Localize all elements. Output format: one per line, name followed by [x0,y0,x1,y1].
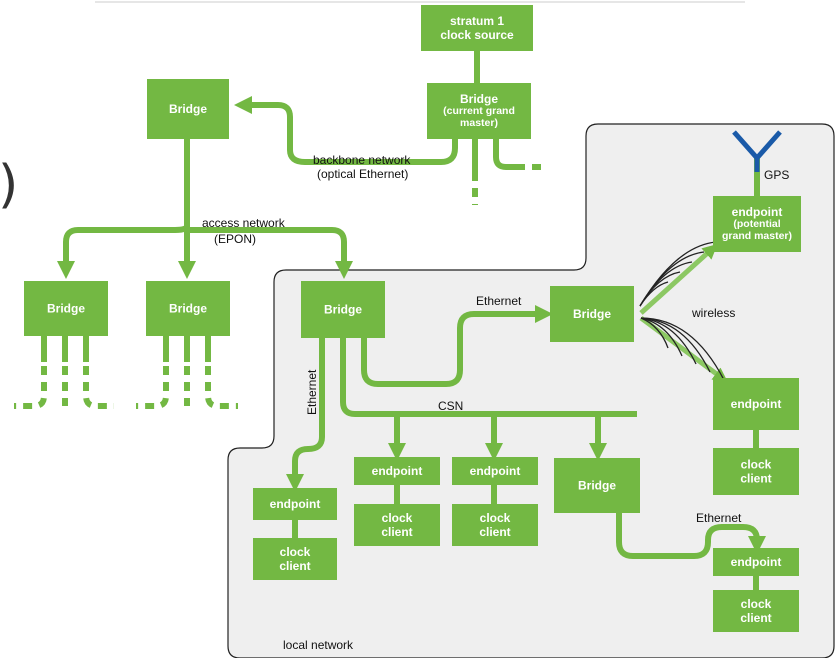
clock-left-text-2: client [279,559,310,573]
clock-mid-2-text-1: clock [480,511,511,525]
bridge-ethernet-node: Bridge [550,286,634,342]
wireless-label: wireless [691,306,735,320]
clock-wireless-text-2: client [740,472,771,486]
bridge-top-left-text-1: Bridge [169,102,207,116]
clock-mid-1-text-2: client [381,525,412,539]
bridge-top-left-node: Bridge [147,79,229,139]
ethernet-top-label: Ethernet [476,294,522,308]
endpoint-left-text-1: endpoint [270,497,321,511]
wire-gm-stub-right [493,137,516,170]
wire-backbone [234,96,458,165]
endpoint-gps-text-3: grand master) [722,230,792,242]
bridge-left-1-text-1: Bridge [47,302,85,316]
cut-paren: ) [0,155,18,215]
gps-antenna-icon [732,130,782,172]
clock-br-text-2: client [740,611,771,625]
wire-left2-stubs-dash [136,366,238,409]
local-network-label: local network [283,638,354,652]
wire-csn-bridge-endpoint [616,512,766,559]
bridge-csn-node: Bridge [554,458,640,513]
wireless-link-up [639,243,718,315]
gm-bridge-text-3: master) [460,117,498,129]
clock-br-text-1: clock [741,597,772,611]
gps-label: GPS [764,168,789,182]
bridge-local-node: Bridge [301,281,385,338]
clock-left-text-1: clock [280,545,311,559]
backbone-label-line2: (optical Ethernet) [317,167,408,181]
bridge-ethernet-text-1: Bridge [573,307,611,321]
endpoint-gps-text-1: endpoint [732,205,783,219]
wire-left1-stubs [41,334,89,362]
clock-mid-1-text-1: clock [382,511,413,525]
wire-access-right [187,227,353,279]
endpoint-left-node: endpoint [253,488,337,520]
wire-local-ethernet [361,305,553,387]
bridge-left-2-node: Bridge [146,281,230,336]
wire-csn-bus [340,338,637,417]
stratum-text-2: clock source [440,28,514,42]
bridge-local-text-1: Bridge [324,303,362,317]
wire-access-left [57,225,190,279]
access-label-line2: (EPON) [214,232,256,246]
endpoint-br-text-1: endpoint [731,555,782,569]
wire-left1-stubs-dash [14,366,114,409]
wireless-waves [639,241,725,381]
endpoint-mid-1-node: endpoint [354,457,440,485]
endpoint-mid-2-node: endpoint [452,457,538,485]
connections [14,50,766,592]
bridge-left-2-text-1: Bridge [169,302,207,316]
wire-left2-stubs [163,334,211,362]
endpoint-gps-text-2: (potential [733,218,780,230]
wire-local-endpoint-left [286,338,325,492]
endpoint-wireless-node: endpoint [713,378,799,430]
ethernet-vertical-label: Ethernet [305,369,319,415]
endpoint-mid-1-text-1: endpoint [372,464,423,478]
gm-bridge-text-2: (current grand [443,105,515,117]
clock-mid-2-text-2: client [479,525,510,539]
clock-wireless-text-1: clock [741,458,772,472]
gm-bridge-text-1: Bridge [460,92,498,106]
endpoint-mid-2-text-1: endpoint [470,464,521,478]
stratum-text-1: stratum 1 [450,14,504,28]
csn-label: CSN [438,399,463,413]
bridge-csn-text-1: Bridge [578,479,616,493]
endpoint-wireless-text-1: endpoint [731,397,782,411]
ethernet-bottom-label: Ethernet [696,511,742,525]
bridge-left-1-node: Bridge [24,281,108,336]
access-label-line1: access network [202,216,286,230]
backbone-label-line1: backbone network [313,153,411,167]
endpoint-bottom-right-node: endpoint [713,548,799,576]
